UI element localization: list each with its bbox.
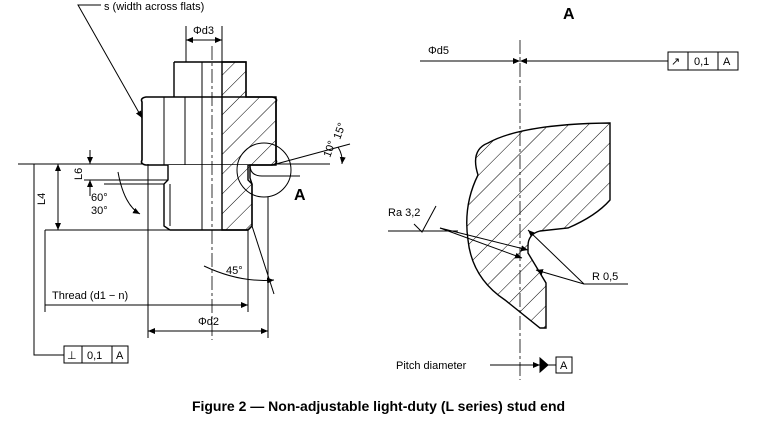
detail-title: A — [563, 6, 575, 23]
stud-end-drawing: s (width across flats) Φd3 L6 L4 60° 30°… — [18, 1, 739, 380]
roughness-leader — [439, 227, 523, 259]
face-groove — [249, 164, 300, 177]
flats-label: s (width across flats) — [104, 1, 204, 13]
detail-circle — [236, 142, 292, 198]
radius-leader-2 — [535, 269, 585, 285]
section-hatch — [221, 61, 277, 231]
d3-label: Φd3 — [193, 25, 214, 37]
perpendicularity-symbol: ⊥ — [67, 350, 77, 362]
roughness-leader — [439, 227, 529, 252]
flats-leader — [77, 4, 143, 119]
angle-line — [275, 143, 351, 165]
angle-15-label: 15° — [332, 121, 349, 141]
d2-label: Φd2 — [198, 316, 219, 328]
tolerance-leader — [33, 164, 64, 356]
datum-triangle — [539, 356, 549, 374]
l4-label: L4 — [36, 193, 48, 205]
datum-box-letter: A — [560, 360, 568, 372]
tolerance-value: 0,1 — [87, 350, 102, 362]
angle-arc — [337, 146, 346, 165]
d5-label: Φd5 — [428, 45, 449, 57]
angle-60-label: 60° — [91, 192, 108, 204]
datum-letter: A — [116, 350, 124, 362]
l6-label: L6 — [73, 168, 85, 180]
pitch-label: Pitch diameter — [396, 360, 467, 372]
angle-arc — [117, 171, 141, 215]
detail-hatch — [466, 122, 611, 329]
figure-caption: Figure 2 — Non-adjustable light-duty (L … — [191, 398, 566, 414]
radius-label: R 0,5 — [592, 271, 618, 283]
angle-45-label: 45° — [226, 265, 243, 277]
thread-label: Thread (d1 − n) — [52, 290, 128, 302]
left-view — [18, 4, 351, 364]
runout-frame — [667, 51, 739, 71]
angle-10-label: 10° — [322, 139, 339, 159]
runout-symbol: ↗ — [671, 56, 680, 68]
roughness-label: Ra 3,2 — [388, 207, 420, 219]
runout-value: 0,1 — [694, 56, 709, 68]
detail-ref-label: A — [294, 187, 306, 204]
detail-view — [388, 40, 739, 380]
angle-line — [251, 225, 275, 295]
angle-30-label: 30° — [91, 205, 108, 217]
tolerance-frame — [63, 345, 129, 364]
roughness-symbol — [413, 205, 437, 233]
runout-datum: A — [723, 56, 731, 68]
